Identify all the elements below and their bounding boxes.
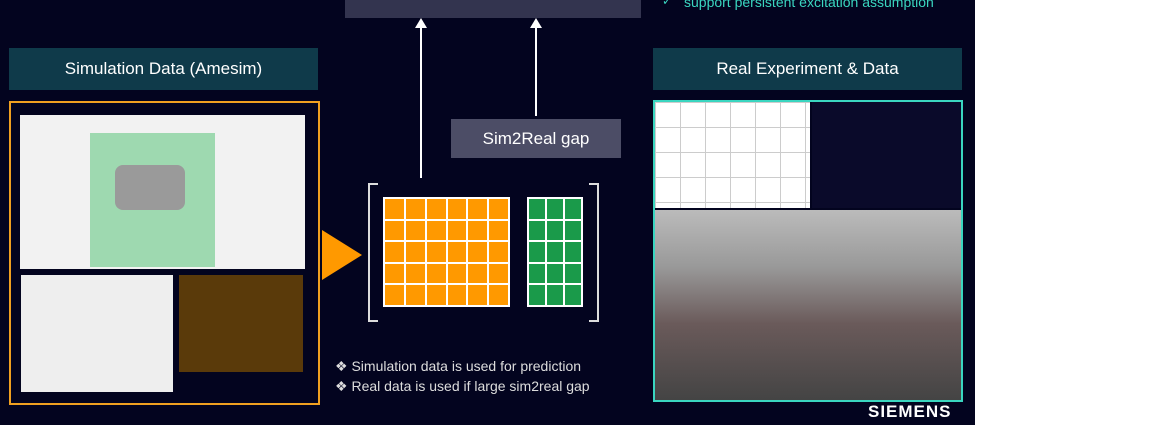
bullet-list: ❖ Simulation data is used for prediction…	[335, 356, 590, 396]
sim-brown-view	[179, 275, 303, 372]
sim-data-matrix	[383, 197, 510, 307]
robot-model	[115, 165, 185, 210]
arrow-up-icon	[530, 18, 542, 116]
trajectory-3d	[812, 102, 961, 208]
sim-panel	[9, 101, 320, 405]
sim-3d-view	[21, 275, 173, 392]
top-note: support persistent excitation assumption	[684, 0, 934, 10]
amesim-screenshot	[20, 115, 305, 269]
arrow-right-icon	[322, 230, 362, 280]
siemens-logo: SIEMENS	[868, 402, 952, 421]
experiment-photo	[655, 210, 961, 400]
bullet-item: ❖ Simulation data is used for prediction	[335, 358, 582, 374]
real-header: Real Experiment & Data	[653, 48, 962, 90]
check-icon: ✓	[662, 0, 673, 8]
slide: ✓ support persistent excitation assumpti…	[0, 0, 975, 425]
sim-header: Simulation Data (Amesim)	[9, 48, 318, 90]
trajectory-plot	[655, 102, 810, 208]
arrow-up-icon	[415, 18, 427, 178]
real-panel	[653, 100, 963, 402]
right-bracket	[589, 183, 599, 322]
bullet-item: ❖ Real data is used if large sim2real ga…	[335, 378, 590, 394]
real-data-matrix	[527, 197, 583, 307]
sim2real-gap-box: Sim2Real gap	[451, 119, 621, 158]
top-box	[345, 0, 641, 18]
left-bracket	[368, 183, 378, 322]
